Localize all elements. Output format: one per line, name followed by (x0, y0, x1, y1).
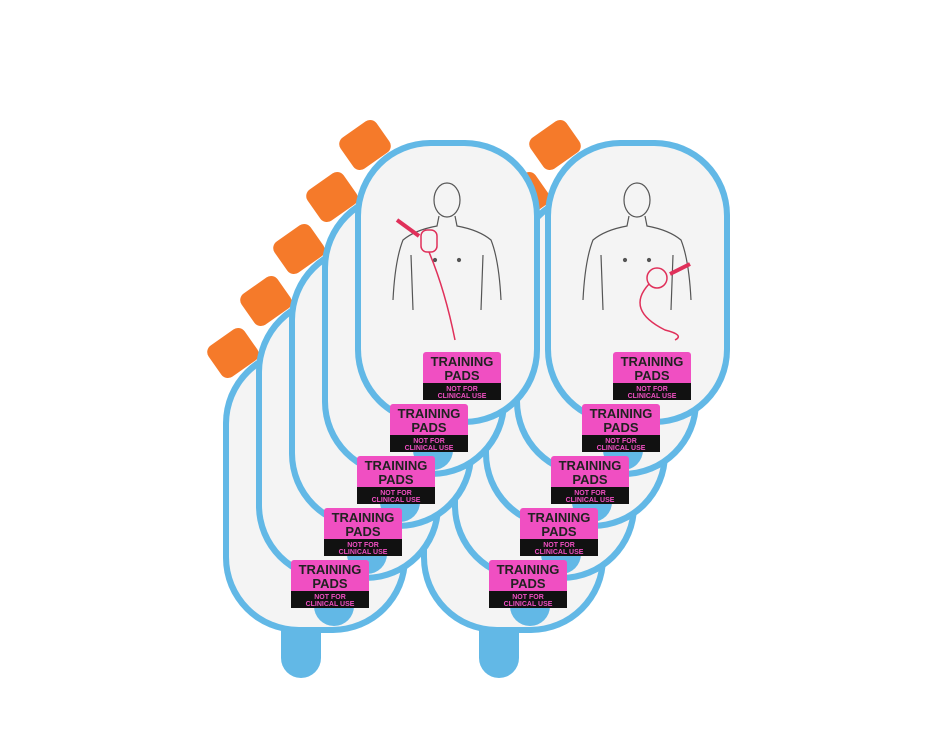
label-line2: PADS (378, 472, 413, 487)
electrode-pad (646, 267, 668, 289)
label-line1: TRAINING (431, 354, 494, 369)
label-warning-line1: NOT FOR (380, 490, 412, 497)
label-line2: PADS (411, 420, 446, 435)
label-warning-line2: CLINICAL USE (438, 393, 487, 400)
label-line2: PADS (345, 524, 380, 539)
label-warning-line1: NOT FOR (314, 594, 346, 601)
label-warning-line2: CLINICAL USE (372, 497, 421, 504)
arrow-icon (669, 262, 691, 276)
label-line1: TRAINING (590, 406, 653, 421)
label-warning-band (520, 539, 598, 556)
label-line1: TRAINING (528, 510, 591, 525)
electrode-wire (639, 283, 680, 341)
label-line2: PADS (312, 576, 347, 591)
label-warning-line1: NOT FOR (605, 438, 637, 445)
label-line2: PADS (444, 368, 479, 383)
label-warning-line2: CLINICAL USE (339, 549, 388, 556)
label-line1: TRAINING (365, 458, 428, 473)
torso-outline (582, 215, 692, 311)
label-warning-line1: NOT FOR (574, 490, 606, 497)
label-warning-line1: NOT FOR (636, 386, 668, 393)
label-warning-line1: NOT FOR (446, 386, 478, 393)
electrode-placement (639, 262, 691, 341)
orange-connector (529, 119, 581, 171)
label-warning-band (390, 435, 468, 452)
label-line2: PADS (634, 368, 669, 383)
pad-surface (361, 146, 534, 419)
label-line2: PADS (510, 576, 545, 591)
orange-connector (273, 223, 325, 275)
nipple (432, 257, 438, 263)
label-warning-line2: CLINICAL USE (405, 445, 454, 452)
pad-surface (551, 146, 724, 419)
label-line1: TRAINING (332, 510, 395, 525)
label-warning-line2: CLINICAL USE (566, 497, 615, 504)
head-outline (623, 182, 651, 218)
label-warning-line2: CLINICAL USE (306, 601, 355, 608)
label-warning-band (291, 591, 369, 608)
arrow-icon (395, 218, 421, 238)
label-warning-line1: NOT FOR (512, 594, 544, 601)
label-line2: PADS (541, 524, 576, 539)
label-warning-band (613, 383, 691, 400)
label-line1: TRAINING (559, 458, 622, 473)
label-line2: PADS (572, 472, 607, 487)
label-warning-band (423, 383, 501, 400)
label-warning-line2: CLINICAL USE (535, 549, 584, 556)
label-warning-band (489, 591, 567, 608)
label-line1: TRAINING (621, 354, 684, 369)
label-warning-band (551, 487, 629, 504)
label-warning-band (357, 487, 435, 504)
label-line1: TRAINING (398, 406, 461, 421)
torso-outline (392, 215, 502, 311)
orange-connector (240, 275, 292, 327)
label-warning-line2: CLINICAL USE (504, 601, 553, 608)
orange-connector (306, 171, 358, 223)
nipple (456, 257, 462, 263)
body-figure (582, 182, 692, 311)
label-warning-line2: CLINICAL USE (628, 393, 677, 400)
label-line2: PADS (603, 420, 638, 435)
electrode-placement (395, 218, 456, 341)
label-warning-line1: NOT FOR (347, 542, 379, 549)
orange-connector (207, 327, 259, 379)
label-warning-band (324, 539, 402, 556)
label-line1: TRAINING (299, 562, 362, 577)
label-line1: TRAINING (497, 562, 560, 577)
head-outline (433, 182, 461, 218)
label-warning-line2: CLINICAL USE (597, 445, 646, 452)
body-figure (392, 182, 502, 311)
label-warning-line1: NOT FOR (413, 438, 445, 445)
label-warning-line1: NOT FOR (543, 542, 575, 549)
orange-connector (339, 119, 391, 171)
nipple (646, 257, 652, 263)
nipple (622, 257, 628, 263)
label-warning-band (582, 435, 660, 452)
electrode-wire (428, 251, 456, 341)
